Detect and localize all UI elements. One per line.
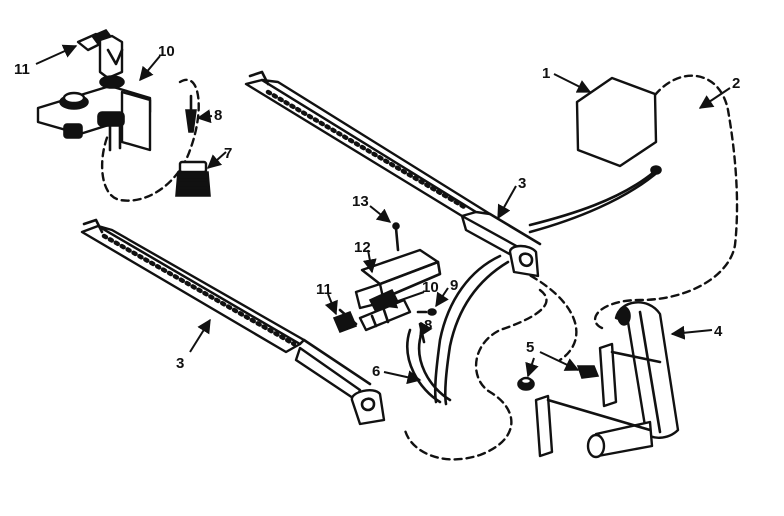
gas-tubing-part-2 [528, 165, 662, 234]
label-3-upper: 3 [518, 175, 526, 192]
label-8-top: 8 [214, 107, 222, 124]
callout-leaders [35, 44, 731, 385]
thermocouple-nut-part-7 [175, 160, 211, 197]
burner-upper-part-3 [244, 70, 542, 278]
callout-labels: 11 10 8 7 1 2 3 3 4 5 6 13 12 11 10 9 8 [14, 43, 740, 380]
label-10-mid: 10 [422, 279, 439, 296]
orifice-part-11-center [332, 308, 358, 334]
label-1: 1 [542, 65, 550, 82]
burner-lower-part-3 [80, 218, 386, 426]
label-2: 2 [732, 75, 740, 92]
label-12: 12 [354, 239, 371, 256]
label-11-mid: 11 [316, 281, 332, 298]
screw-part-13 [392, 222, 400, 252]
label-10-top: 10 [158, 43, 175, 60]
gas-control-part-1 [575, 76, 658, 168]
label-11-top: 11 [14, 61, 30, 78]
pilot-bracket-part-10 [36, 75, 152, 152]
label-6: 6 [372, 363, 380, 380]
orifice-fitting-part-11 [76, 29, 124, 80]
thermocouple-part-8 [185, 94, 197, 133]
label-9: 9 [450, 277, 458, 294]
label-8-mid: 8 [424, 317, 432, 334]
handle-part-4 [534, 301, 680, 459]
label-13: 13 [352, 193, 369, 210]
label-7: 7 [224, 145, 232, 162]
exploded-view-lines [100, 74, 739, 461]
label-5: 5 [526, 339, 534, 356]
label-3-lower: 3 [176, 355, 184, 372]
bolt-part-5 [517, 365, 600, 391]
label-4: 4 [714, 323, 723, 340]
